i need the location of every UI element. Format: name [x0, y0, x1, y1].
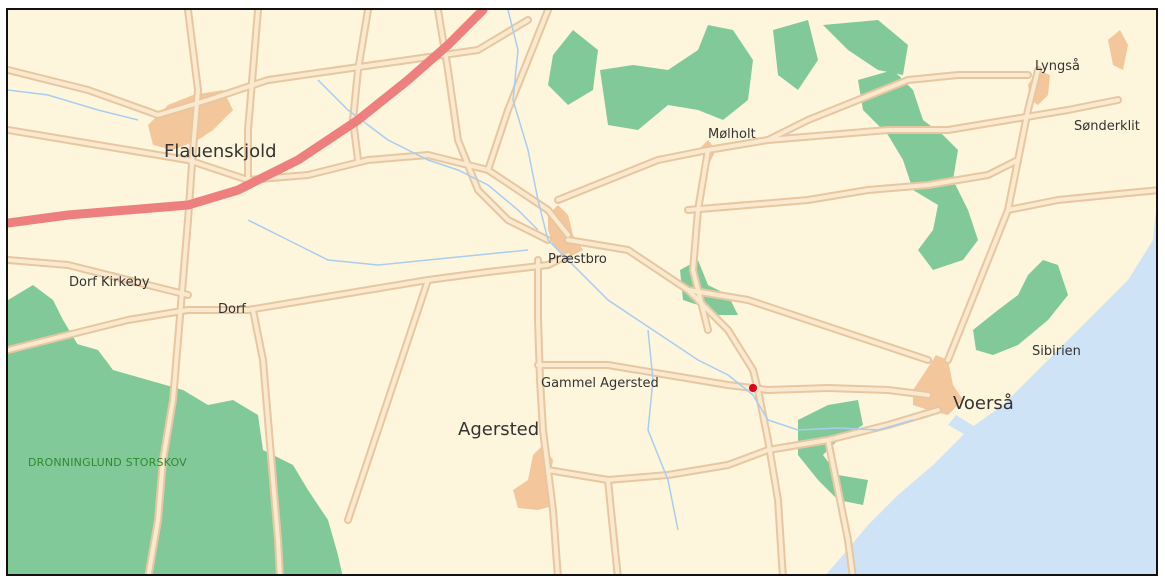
- stream-west: [247, 219, 529, 266]
- stream-voer-aa: [507, 10, 914, 431]
- label-gammel-agersted: Gammel Agersted: [541, 376, 659, 391]
- forest-dronninglund-storskov: [8, 340, 343, 574]
- stream-nw: [8, 89, 139, 121]
- stream-north: [317, 79, 539, 231]
- map-view[interactable]: Flauenskjold Mølholt Lyngså Sønderklit P…: [6, 8, 1158, 576]
- label-dronninglund-storskov: DRONNINGLUND STORSKOV: [28, 456, 187, 469]
- forest-west: [8, 285, 78, 380]
- label-flauenskjold: Flauenskjold: [164, 141, 277, 162]
- label-dorf: Dorf: [218, 302, 246, 317]
- label-voersaa: Voerså: [953, 393, 1014, 414]
- forest-north-2: [600, 25, 753, 130]
- location-marker[interactable]: [749, 384, 757, 392]
- forest-northeast: [858, 70, 978, 270]
- label-molholt: Mølholt: [708, 127, 756, 142]
- map-canvas[interactable]: [8, 10, 1158, 576]
- forest-north-4: [823, 20, 908, 75]
- label-lyngsaa: Lyngså: [1035, 59, 1080, 74]
- harbour-water: [948, 415, 1000, 446]
- label-sonderklit: Sønderklit: [1074, 119, 1140, 134]
- label-praestbro: Præstbro: [548, 252, 607, 267]
- town-voersaa: [913, 355, 963, 415]
- stream-south: [647, 329, 679, 531]
- sea-area: [826, 210, 1156, 574]
- forest-areas: [8, 20, 1068, 574]
- road-network: [8, 10, 1156, 574]
- forest-coast: [973, 260, 1068, 355]
- label-sibirien: Sibirien: [1032, 344, 1081, 359]
- label-agersted: Agersted: [458, 419, 540, 440]
- motorway: [8, 10, 488, 228]
- town-sonderklit: [1108, 30, 1128, 70]
- forest-south-1: [798, 400, 868, 505]
- town-flauenskjold: [148, 90, 233, 150]
- label-dorf-kirkeby: Dorf Kirkeby: [69, 275, 150, 290]
- forest-north-1: [548, 30, 598, 105]
- streams: [8, 10, 914, 531]
- forest-north-3: [773, 20, 818, 90]
